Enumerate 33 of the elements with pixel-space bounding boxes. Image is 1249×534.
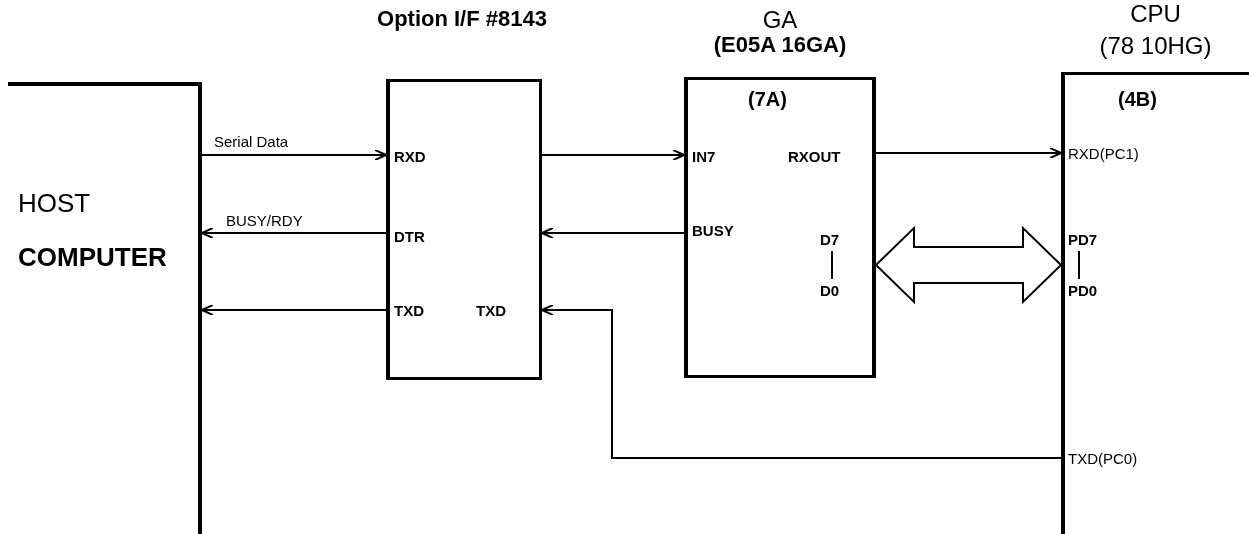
chip-title: Option I/F #8143 (376, 8, 548, 30)
part-number: (78 10HG) (1098, 34, 1213, 58)
arrow (541, 304, 1062, 459)
pin-label: RXD(PC1) (1068, 146, 1139, 161)
computer-label: COMPUTER (18, 244, 167, 270)
pin-label: IN7 (692, 149, 716, 164)
chip-title: GA (761, 8, 799, 32)
pin-label: PD7 (1068, 232, 1098, 247)
arrow (541, 227, 685, 239)
arrow (201, 227, 387, 239)
pin-label: D7 (820, 232, 840, 247)
arrow (201, 304, 387, 316)
part-number: (E05A 16GA) (712, 34, 848, 56)
pin-label: RXD (394, 149, 426, 164)
edge-label: Serial Data (214, 134, 289, 149)
pin-label: PD0 (1068, 283, 1098, 298)
location-code: (7A) (748, 89, 787, 109)
arrow (541, 149, 685, 161)
pin-label: DTR (394, 229, 425, 244)
arrow (201, 149, 387, 161)
chip-title: CPU (1129, 2, 1182, 26)
pin-label: TXD (394, 303, 424, 318)
host-label: HOST (18, 190, 91, 216)
location-code: (4B) (1118, 89, 1157, 109)
bus-arrow (874, 225, 1063, 305)
pin-label: D0 (820, 283, 840, 298)
edge-label: BUSY/RDY (226, 213, 303, 228)
pin-label: TXD (476, 303, 506, 318)
arrow (875, 147, 1062, 159)
pin-label: BUSY (692, 223, 734, 238)
pin-label: TXD(PC0) (1068, 451, 1138, 466)
host-computer-block (8, 82, 202, 534)
pin-label: RXOUT (788, 149, 841, 164)
